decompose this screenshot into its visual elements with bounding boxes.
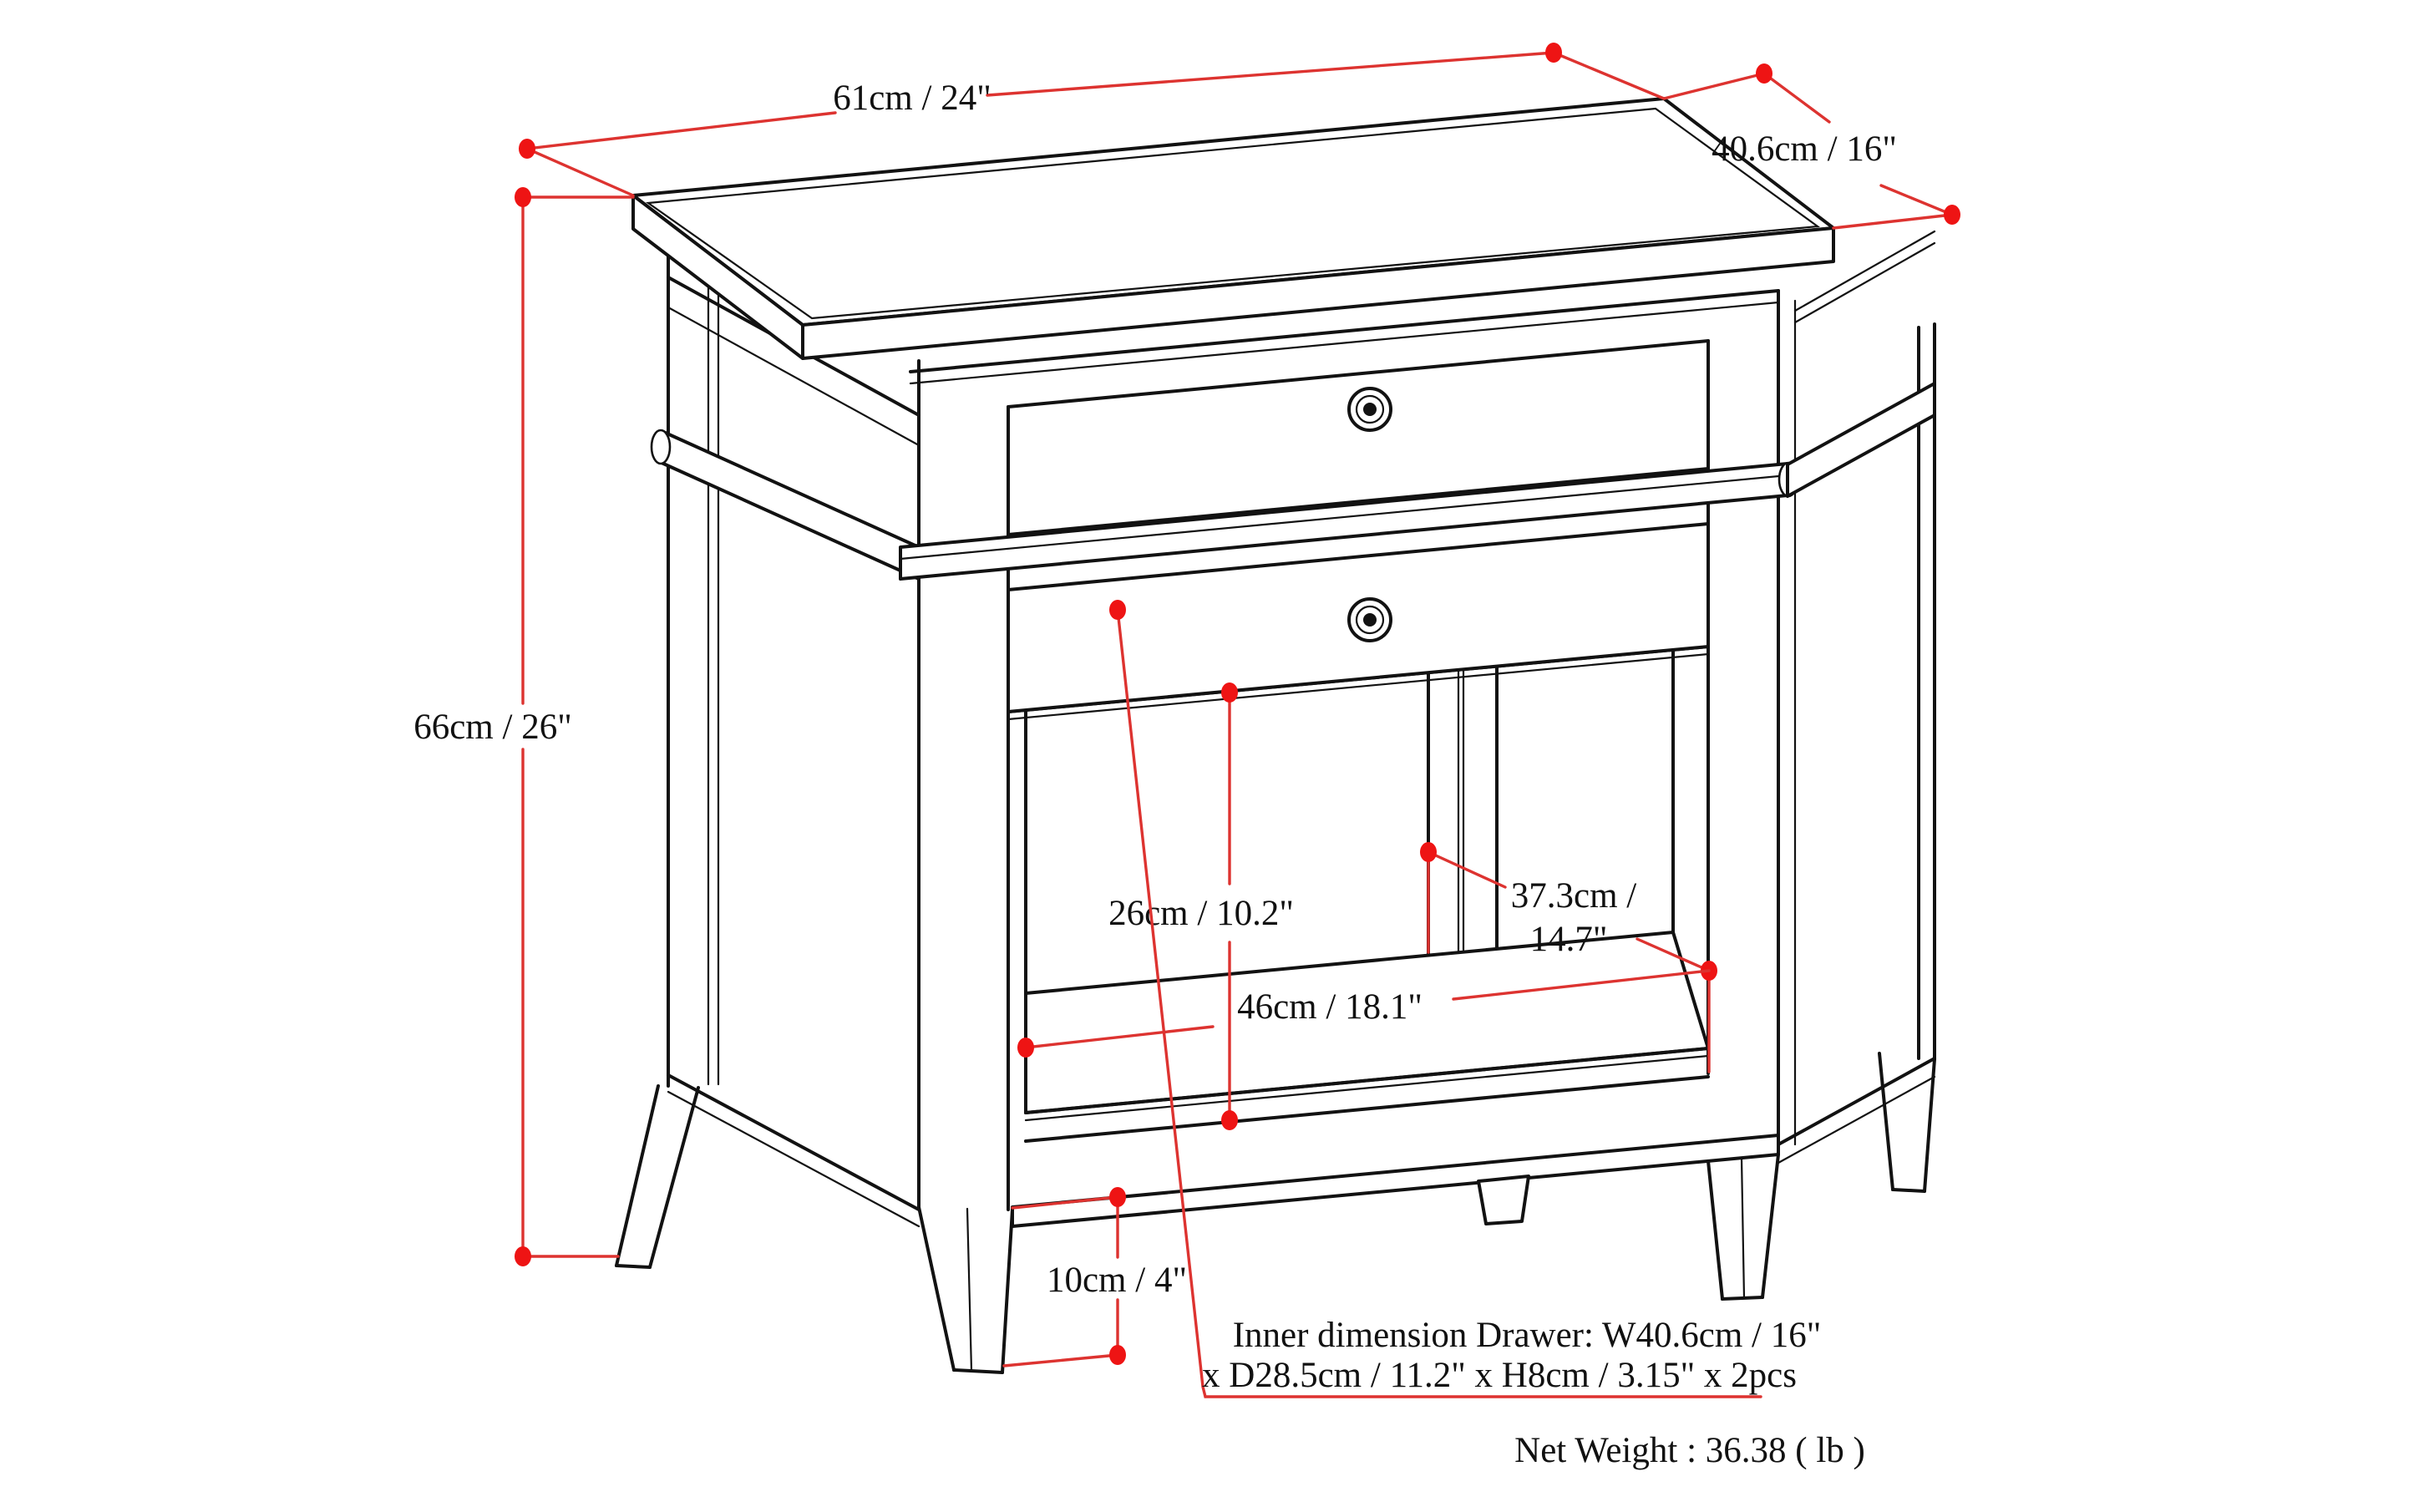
dim-width: 61cm / 24" <box>519 43 1666 197</box>
dim-width-label: 61cm / 24" <box>833 79 991 118</box>
drawer-inner-dimension-note: Inner dimension Drawer: W40.6cm / 16" x … <box>1109 600 1822 1398</box>
tabletop <box>631 97 1835 360</box>
net-weight-label: Net Weight : 36.38 ( lb ) <box>1514 1431 1865 1470</box>
drawer-note-line2: x D28.5cm / 11.2" x H8cm / 3.15" x 2pcs <box>1202 1356 1797 1395</box>
back-right-leg <box>1878 1052 1936 1193</box>
belt-molding <box>650 382 1936 581</box>
dim-opening-inner-label-line1: 37.3cm / <box>1511 876 1637 916</box>
dim-shelf-width-label: 46cm / 18.1" <box>1237 987 1423 1027</box>
top-rail-lip <box>909 289 1780 385</box>
back-left-leg <box>615 1084 700 1269</box>
front-left-leg <box>917 1205 1014 1374</box>
dim-height-label: 66cm / 26" <box>413 708 572 747</box>
dim-opening-inner: 37.3cm / 14.7" <box>1420 842 1717 1073</box>
bottom-front-rail <box>1011 1134 1780 1228</box>
drawer-2-knob <box>1347 597 1392 642</box>
dim-leg-height-label: 10cm / 4" <box>1047 1261 1187 1300</box>
center-support-block <box>1477 1175 1530 1225</box>
drawer-1 <box>1007 339 1710 536</box>
dim-leg-height: 10cm / 4" <box>1002 1187 1187 1367</box>
drawer-note-line1: Inner dimension Drawer: W40.6cm / 16" <box>1233 1316 1822 1355</box>
dim-depth-label: 40.6cm / 16" <box>1712 129 1897 169</box>
tabletop-left-edge <box>631 194 804 360</box>
right-side-panel <box>1777 230 1936 1164</box>
dim-height: 66cm / 26" <box>413 187 635 1266</box>
dim-opening-height: 26cm / 10.2" <box>1108 682 1294 1130</box>
left-side-panel <box>667 245 920 1228</box>
front-right-leg <box>1707 1153 1780 1301</box>
dim-opening-height-label: 26cm / 10.2" <box>1108 894 1294 933</box>
drawer-2 <box>1007 522 1710 713</box>
dim-depth: 40.6cm / 16" <box>1662 63 1960 230</box>
drawer-1-knob <box>1347 387 1392 432</box>
dim-shelf-width: 46cm / 18.1" <box>1017 969 1711 1058</box>
dim-opening-inner-label-line2: 14.7" <box>1530 920 1608 959</box>
